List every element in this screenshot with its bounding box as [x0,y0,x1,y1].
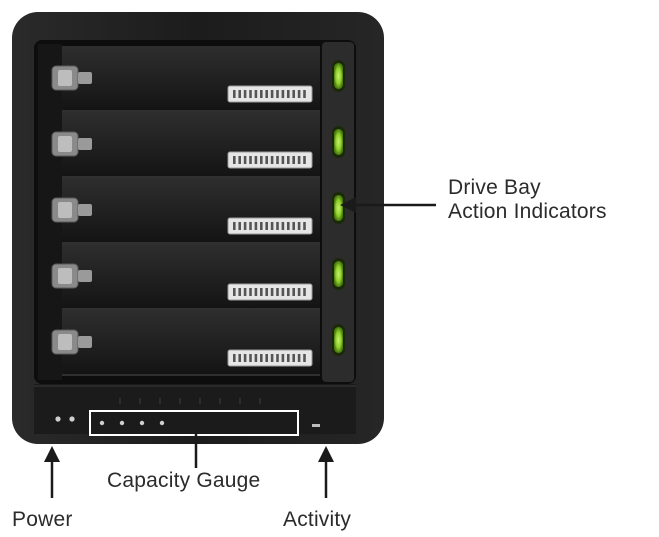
drive-tray-handle-highlight [58,136,72,152]
capacity-gauge-box [89,410,299,436]
drive-tray-handle-tab [78,336,92,348]
drive-tray [51,310,320,376]
drive-tray-handle-tab [78,204,92,216]
drive-tray-label-plate [227,217,313,235]
capacity-gauge-dot [139,420,145,426]
drive-tray-label-plate [227,349,313,367]
drive-tray-label-plate [227,85,313,103]
drive-tray-handle-highlight [58,202,72,218]
drive-bay-led [334,63,343,89]
drive-tray-handle-highlight [58,334,72,350]
drive-tray [51,178,320,244]
drive-tray-label-pattern [233,156,306,164]
drive-tray [51,112,320,178]
drive-tray-label-pattern [233,354,306,362]
capacity-gauge-dots [99,420,165,426]
drive-tray [51,46,320,112]
drive-tray-label-plate [227,283,313,301]
drive-tray-label-pattern [233,90,306,98]
drive-tray-handle-highlight [58,268,72,284]
power-label: Power [12,508,73,531]
activity-arrow [318,446,334,498]
bottom-vent-ribs [119,398,261,404]
drive-bay-led [334,327,343,353]
drive-bay-arrow [340,197,436,213]
drive-tray-handle-tab [78,270,92,282]
drive-tray-handle-tab [78,138,92,150]
power-light-1 [55,416,61,422]
capacity-gauge-dot [99,420,105,426]
power-arrow [44,446,60,498]
drive-bay-label-line2: Action Indicators [448,200,607,224]
drive-bay-label-line1: Drive Bay [448,176,541,199]
drive-bay-leds [332,60,345,356]
drive-tray-label-pattern [233,288,306,296]
drive-bay-led [334,195,343,221]
bottom-panel [34,384,356,434]
activity-label: Activity [283,508,352,531]
drive-tray-label-pattern [233,222,306,230]
drive-bay-action-indicators-label: Drive Bay Action Indicators [448,176,607,224]
drive-trays [51,46,320,376]
capacity-gauge-dot [159,420,165,426]
drive-bay-led [334,261,343,287]
drive-bay-led [334,129,343,155]
drive-tray-handle-highlight [58,70,72,86]
capacity-gauge-dot [119,420,125,426]
power-light-2 [69,416,75,422]
drive-tray [51,244,320,310]
capacity-gauge-label: Capacity Gauge [107,469,261,492]
drive-tray-label-plate [227,151,313,169]
activity-light [312,424,320,427]
drive-tray-handle-tab [78,72,92,84]
